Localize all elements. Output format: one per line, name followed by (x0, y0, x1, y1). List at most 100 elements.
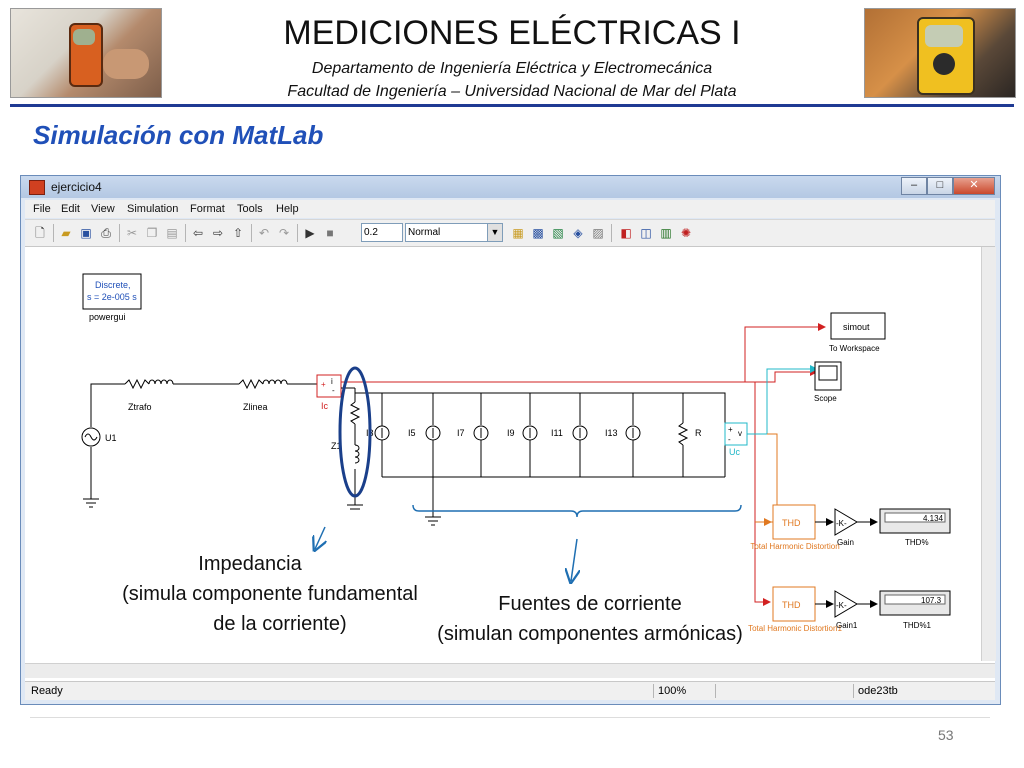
model-explorer-icon[interactable]: ◫ (640, 226, 652, 240)
gain-block-2[interactable]: -K- Gain1 (815, 590, 878, 630)
model-canvas[interactable]: Discrete, s = 2e-005 s powergui U1 (25, 247, 995, 681)
menu-simulation[interactable]: Simulation (127, 203, 179, 215)
menu-help[interactable]: Help (276, 203, 299, 215)
display-thd-percent-1[interactable]: 107.3 THD%1 (879, 590, 951, 630)
display-thd-percent[interactable]: 4.134 THD% (879, 508, 951, 547)
horizontal-scrollbar[interactable] (25, 663, 995, 678)
print-icon[interactable]: ⎙ (101, 226, 111, 240)
to-workspace-block[interactable]: simout To Workspace (829, 312, 886, 353)
stop-icon[interactable]: ■ (326, 226, 334, 240)
build-icon[interactable]: ▦ (512, 226, 524, 240)
current-source-i9[interactable]: I9 (507, 393, 538, 477)
menu-edit[interactable]: Edit (61, 203, 80, 215)
uc-signal-wires (747, 365, 818, 435)
zlinea-block[interactable]: Zlinea (238, 378, 288, 412)
display2-value: 107.3 (921, 596, 942, 605)
simulation-mode-select[interactable]: Normal ▼ (405, 223, 503, 242)
menu-view[interactable]: View (91, 203, 115, 215)
play-icon[interactable]: ▶ (305, 226, 315, 240)
copy-icon[interactable]: ❐ (146, 226, 158, 240)
current-source-label: I11 (551, 428, 563, 438)
scope-label: Scope (814, 394, 837, 403)
library-browser-icon[interactable]: ◧ (620, 226, 632, 240)
toolbar-separator (611, 224, 612, 242)
redo-icon[interactable]: ↷ (278, 226, 290, 240)
current-source-label: I13 (605, 428, 618, 438)
window-title: ejercicio4 (51, 180, 102, 194)
ztrafo-block[interactable]: Ztrafo (124, 378, 174, 412)
menu-tools[interactable]: Tools (237, 203, 263, 215)
toolbar-separator (53, 224, 54, 242)
powergui-block[interactable]: Discrete, s = 2e-005 s powergui (82, 273, 142, 322)
toggle-browser-icon[interactable]: ▥ (660, 226, 672, 240)
update-diagram-icon[interactable]: ▩ (532, 226, 544, 240)
current-meter-ic[interactable]: + i - Ic (316, 374, 342, 411)
zlinea-label: Zlinea (243, 402, 268, 412)
resistor-r[interactable]: R (677, 393, 702, 477)
thd1-label: Total Harmonic Distortion (750, 542, 840, 551)
status-zoom: 100% (653, 684, 710, 698)
minimize-button[interactable]: – (901, 177, 927, 195)
powergui-line2: s = 2e-005 s (87, 292, 137, 302)
voltage-meter-uc[interactable]: + - v Uc (724, 422, 748, 457)
thd-block-1[interactable]: THD Total Harmonic Distortion (745, 504, 845, 566)
ic-port-plus: + (321, 380, 326, 389)
model-advisor-icon[interactable]: ▧ (552, 226, 564, 240)
simulation-mode-value: Normal (408, 227, 441, 238)
impedance-highlight-ellipse (338, 366, 372, 498)
close-button[interactable]: ✕ (953, 177, 995, 195)
simout-text: simout (843, 322, 870, 332)
uc-label: Uc (729, 447, 740, 457)
up-arrow-icon[interactable]: ⇧ (232, 226, 244, 240)
status-empty (715, 684, 850, 698)
section-title: Simulación con MatLab (33, 120, 324, 150)
page-title: MEDICIONES ELÉCTRICAS I (283, 14, 741, 52)
annotation-fuentes-title: Fuentes de corriente (498, 593, 682, 615)
simulink-model-icon (29, 180, 45, 195)
z1-label: Z1 (331, 441, 342, 451)
paste-icon[interactable]: ▤ (166, 226, 178, 240)
debugger-icon[interactable]: ✺ (680, 226, 692, 240)
header-rule (10, 104, 1014, 107)
debug-icon[interactable]: ◈ (573, 226, 583, 240)
undo-icon[interactable]: ↶ (258, 226, 270, 240)
annotation-impedancia-title: Impedancia (198, 553, 302, 575)
forward-arrow-icon[interactable]: ⇨ (212, 226, 224, 240)
stop-time-input[interactable]: 0.2 (361, 223, 403, 242)
current-source-i13[interactable]: I13 (605, 393, 641, 477)
ic-port-minus: - (332, 386, 335, 395)
scope-block[interactable]: Scope (814, 361, 842, 403)
cut-icon[interactable]: ✂ (126, 226, 138, 240)
menu-file[interactable]: File (33, 203, 51, 215)
toolbar-separator (119, 224, 120, 242)
current-source-i11[interactable]: I11 (551, 393, 588, 477)
status-solver: ode23tb (853, 684, 978, 698)
status-bar: Ready 100% ode23tb (25, 681, 995, 700)
current-source-i7[interactable]: I7 (457, 393, 489, 477)
save-icon[interactable]: ▣ (80, 226, 92, 240)
menu-format[interactable]: Format (190, 203, 225, 215)
toolbar-separator (297, 224, 298, 242)
current-sources-brace (412, 504, 742, 518)
vertical-scrollbar[interactable] (981, 247, 996, 661)
gain2-label: Gain1 (836, 621, 858, 630)
menu-bar: File Edit View Simulation Format Tools H… (25, 200, 995, 218)
multimeter-photo-left (10, 8, 162, 98)
toolbar-separator (251, 224, 252, 242)
thd-block-2[interactable]: THD Total Harmonic Distortion1 (745, 586, 845, 648)
profile-icon[interactable]: ▨ (592, 226, 604, 240)
z1-impedance[interactable]: Z1 (331, 401, 361, 464)
current-source-i5[interactable]: I5 (408, 393, 441, 477)
simulink-diagram: Discrete, s = 2e-005 s powergui U1 (81, 273, 951, 648)
back-arrow-icon[interactable]: ⇦ (192, 226, 204, 240)
open-folder-icon[interactable]: ▰ (61, 226, 71, 240)
ac-source-u1[interactable]: U1 (81, 427, 117, 447)
powergui-label: powergui (89, 312, 126, 322)
current-source-label: I9 (507, 428, 515, 438)
chevron-down-icon[interactable]: ▼ (487, 224, 502, 241)
gain-block-1[interactable]: -K- Gain (815, 508, 878, 547)
new-file-icon[interactable]: 🗋 (35, 226, 45, 240)
ic-signal-wires (341, 323, 826, 606)
maximize-button[interactable]: □ (927, 177, 953, 195)
department-subtitle: Departamento de Ingeniería Eléctrica y E… (311, 60, 713, 77)
